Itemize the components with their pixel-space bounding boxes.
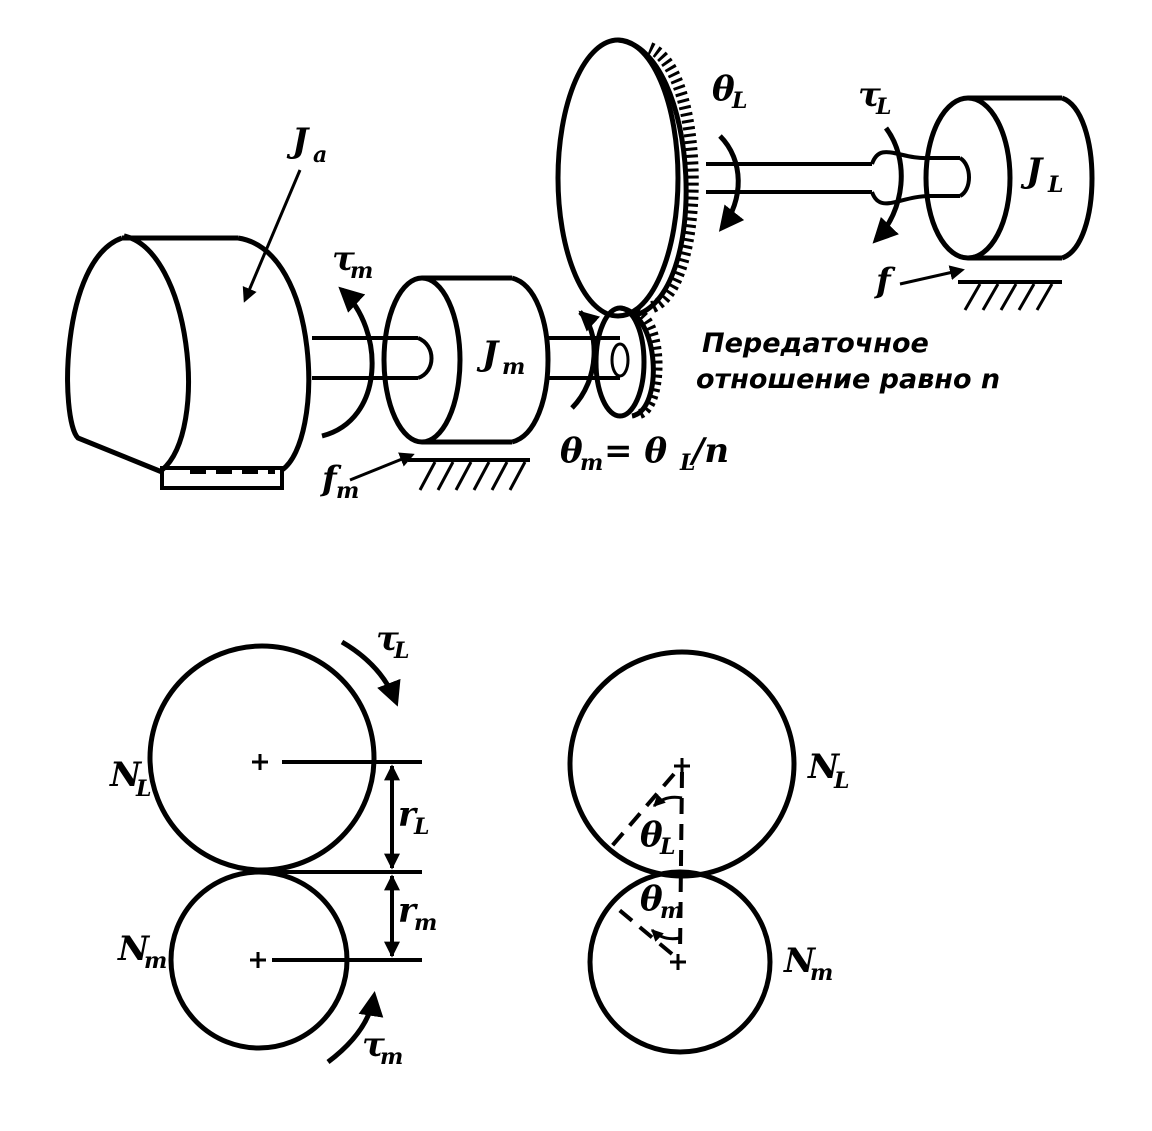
right-lower-gear-sub: m	[810, 960, 833, 986]
armature-inertia-sub: a	[313, 142, 327, 168]
left-upper-torque-sub: L	[393, 638, 409, 664]
left-lower-gear-sub: m	[144, 948, 167, 974]
gear-ratio-note-line2: отношение равно n	[696, 364, 1000, 395]
right-upper-angle-arc	[652, 794, 683, 808]
left-upper-torque-arrow	[340, 639, 401, 707]
right-upper-angle-label: θ	[640, 815, 663, 855]
load-gear	[555, 37, 699, 319]
motor-friction-ground	[408, 458, 530, 491]
pinion-shaft	[548, 336, 620, 380]
armature-inertia-label: J	[286, 121, 310, 161]
load-inertia-label: J	[1020, 151, 1044, 191]
right-lower-gear-label: N	[783, 941, 817, 981]
motor-torque-sub: m	[350, 258, 373, 284]
load-angle-arrow	[718, 134, 745, 232]
left-gear-pair	[147, 643, 422, 1051]
motor-torque-label: τ	[332, 239, 355, 279]
motor-inertia-sub: m	[502, 354, 525, 380]
motor-angle-label: θ	[560, 431, 583, 471]
right-lower-angle-sub: m	[660, 898, 683, 924]
load-inertia-cylinder	[923, 95, 1095, 261]
left-lower-torque-label: τ	[362, 1025, 385, 1065]
motor-angle-relation-tail: /n	[689, 431, 729, 471]
right-upper-gear-label: N	[807, 747, 841, 787]
motor-friction-sub: m	[336, 478, 359, 504]
left-upper-radius-label: r	[398, 795, 418, 835]
load-angle-sub: L	[731, 88, 747, 114]
right-upper-angle-sub: L	[659, 834, 675, 860]
motor-angle-relation-sub: L	[679, 450, 695, 476]
motor-torque-arrow	[321, 286, 375, 439]
right-upper-gear-circle	[567, 649, 797, 879]
load-angle-label: θ	[712, 69, 735, 109]
right-lower-angle-label: θ	[640, 879, 663, 919]
load-torque-sub: L	[875, 94, 891, 120]
load-friction-ground	[958, 280, 1062, 311]
motor-shaft	[312, 336, 434, 380]
gear-ratio-note-line1: Передаточное	[702, 328, 929, 359]
motor-inertia-label: J	[476, 334, 500, 374]
load-inertia-sub: L	[1047, 172, 1063, 198]
load-torque-label: τ	[858, 75, 881, 115]
load-torque-arrow	[872, 126, 904, 244]
left-lower-radius-label: r	[398, 891, 418, 931]
load-friction-leader	[899, 265, 965, 286]
motor-angle-arrow	[570, 310, 601, 410]
armature-cylinder	[65, 233, 312, 490]
left-upper-gear-label: N	[109, 755, 143, 795]
motor-friction-leader	[349, 452, 415, 482]
left-upper-gear-circle	[147, 643, 377, 873]
armature-leader-arrow	[242, 169, 302, 303]
right-lower-gear-circle	[587, 869, 773, 1055]
left-lower-radius-sub: m	[414, 910, 437, 936]
left-lower-gear-label: N	[117, 929, 151, 969]
load-shaft	[706, 150, 971, 206]
right-upper-gear-sub: L	[833, 768, 849, 794]
left-upper-gear-sub: L	[135, 776, 151, 802]
load-friction-label: f	[874, 261, 896, 301]
motor-angle-relation: = θ	[604, 431, 667, 471]
left-upper-radius-sub: L	[413, 814, 429, 840]
left-lower-torque-arrow	[326, 991, 384, 1064]
left-lower-torque-sub: m	[380, 1044, 403, 1070]
pinion-gear	[593, 305, 663, 419]
right-lower-angle-arc	[650, 928, 681, 942]
motor-angle-sub: m	[580, 450, 603, 476]
motor-friction-label: f	[320, 459, 342, 499]
left-upper-torque-label: τ	[376, 619, 399, 659]
motor-inertia-cylinder	[381, 275, 551, 445]
right-gear-pair	[567, 649, 797, 1055]
